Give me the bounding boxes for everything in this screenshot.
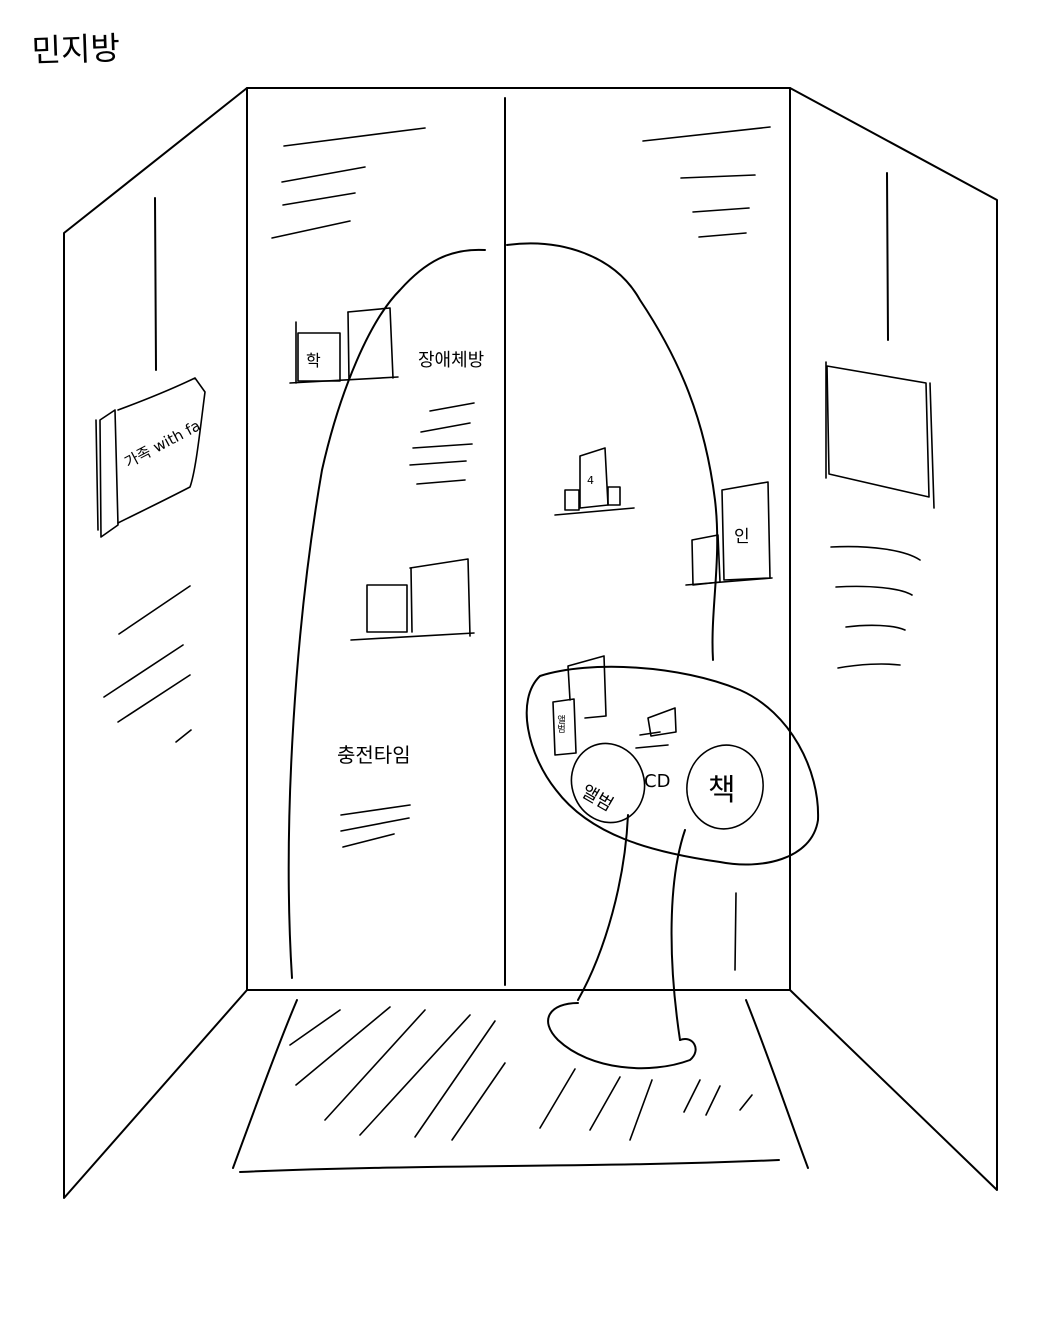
circle-album — [570, 742, 646, 824]
room-walls — [63, 87, 998, 1199]
side-line — [734, 892, 737, 971]
back-bottom-scribbles — [340, 804, 411, 848]
left-wall-scribbles — [103, 585, 192, 743]
back-wall-top-scribbles — [271, 126, 771, 239]
circle-book-label: 책 — [708, 773, 736, 808]
right-frame-label: 인 — [734, 527, 750, 547]
shelf-frames-right: 인 — [685, 481, 773, 586]
shelf-frames-center-right: 4 — [554, 447, 635, 516]
game-time-label: 충전타임 — [337, 743, 411, 767]
right-wall-scribbles — [830, 545, 921, 669]
right-wall-outline — [789, 87, 998, 1191]
mid-frame-label: 4 — [587, 474, 594, 487]
table-base — [547, 1002, 697, 1070]
floor-rug — [232, 999, 809, 1173]
shelf-frame-label-hak: 학 — [306, 351, 321, 370]
left-wall-vertical-line — [154, 197, 157, 371]
back-left-scribbles — [409, 402, 475, 485]
table-frame-tall — [567, 655, 607, 719]
back-wall-outline — [246, 87, 791, 991]
shelf-frames-mid-left — [350, 558, 475, 641]
room-title: 민지방 — [31, 29, 121, 70]
rug-left-edge — [232, 999, 298, 1169]
round-table: 앨범 앨범 CD 책 — [525, 655, 820, 1070]
table-top — [525, 665, 820, 866]
family-frame-label: 가족 with fa — [121, 416, 203, 471]
table-frame-small — [552, 698, 577, 756]
cd-label: CD — [644, 771, 670, 792]
arch-outline — [287, 242, 719, 979]
right-wall-frame — [825, 361, 935, 509]
shelf-frames-top-left: 학 — [289, 307, 399, 384]
group-room-label: 장애체방 — [418, 350, 484, 371]
table-frame-small-label: 앨범 — [555, 715, 565, 733]
circle-book — [686, 744, 764, 830]
rug-bottom-edge — [239, 1159, 780, 1173]
table-small-items — [635, 707, 677, 749]
right-wall-vertical-line — [886, 172, 889, 341]
family-frame: 가족 with fa — [95, 377, 206, 538]
table-stem — [577, 814, 686, 1041]
rug-right-edge — [745, 999, 809, 1169]
left-wall-outline — [63, 87, 248, 1199]
